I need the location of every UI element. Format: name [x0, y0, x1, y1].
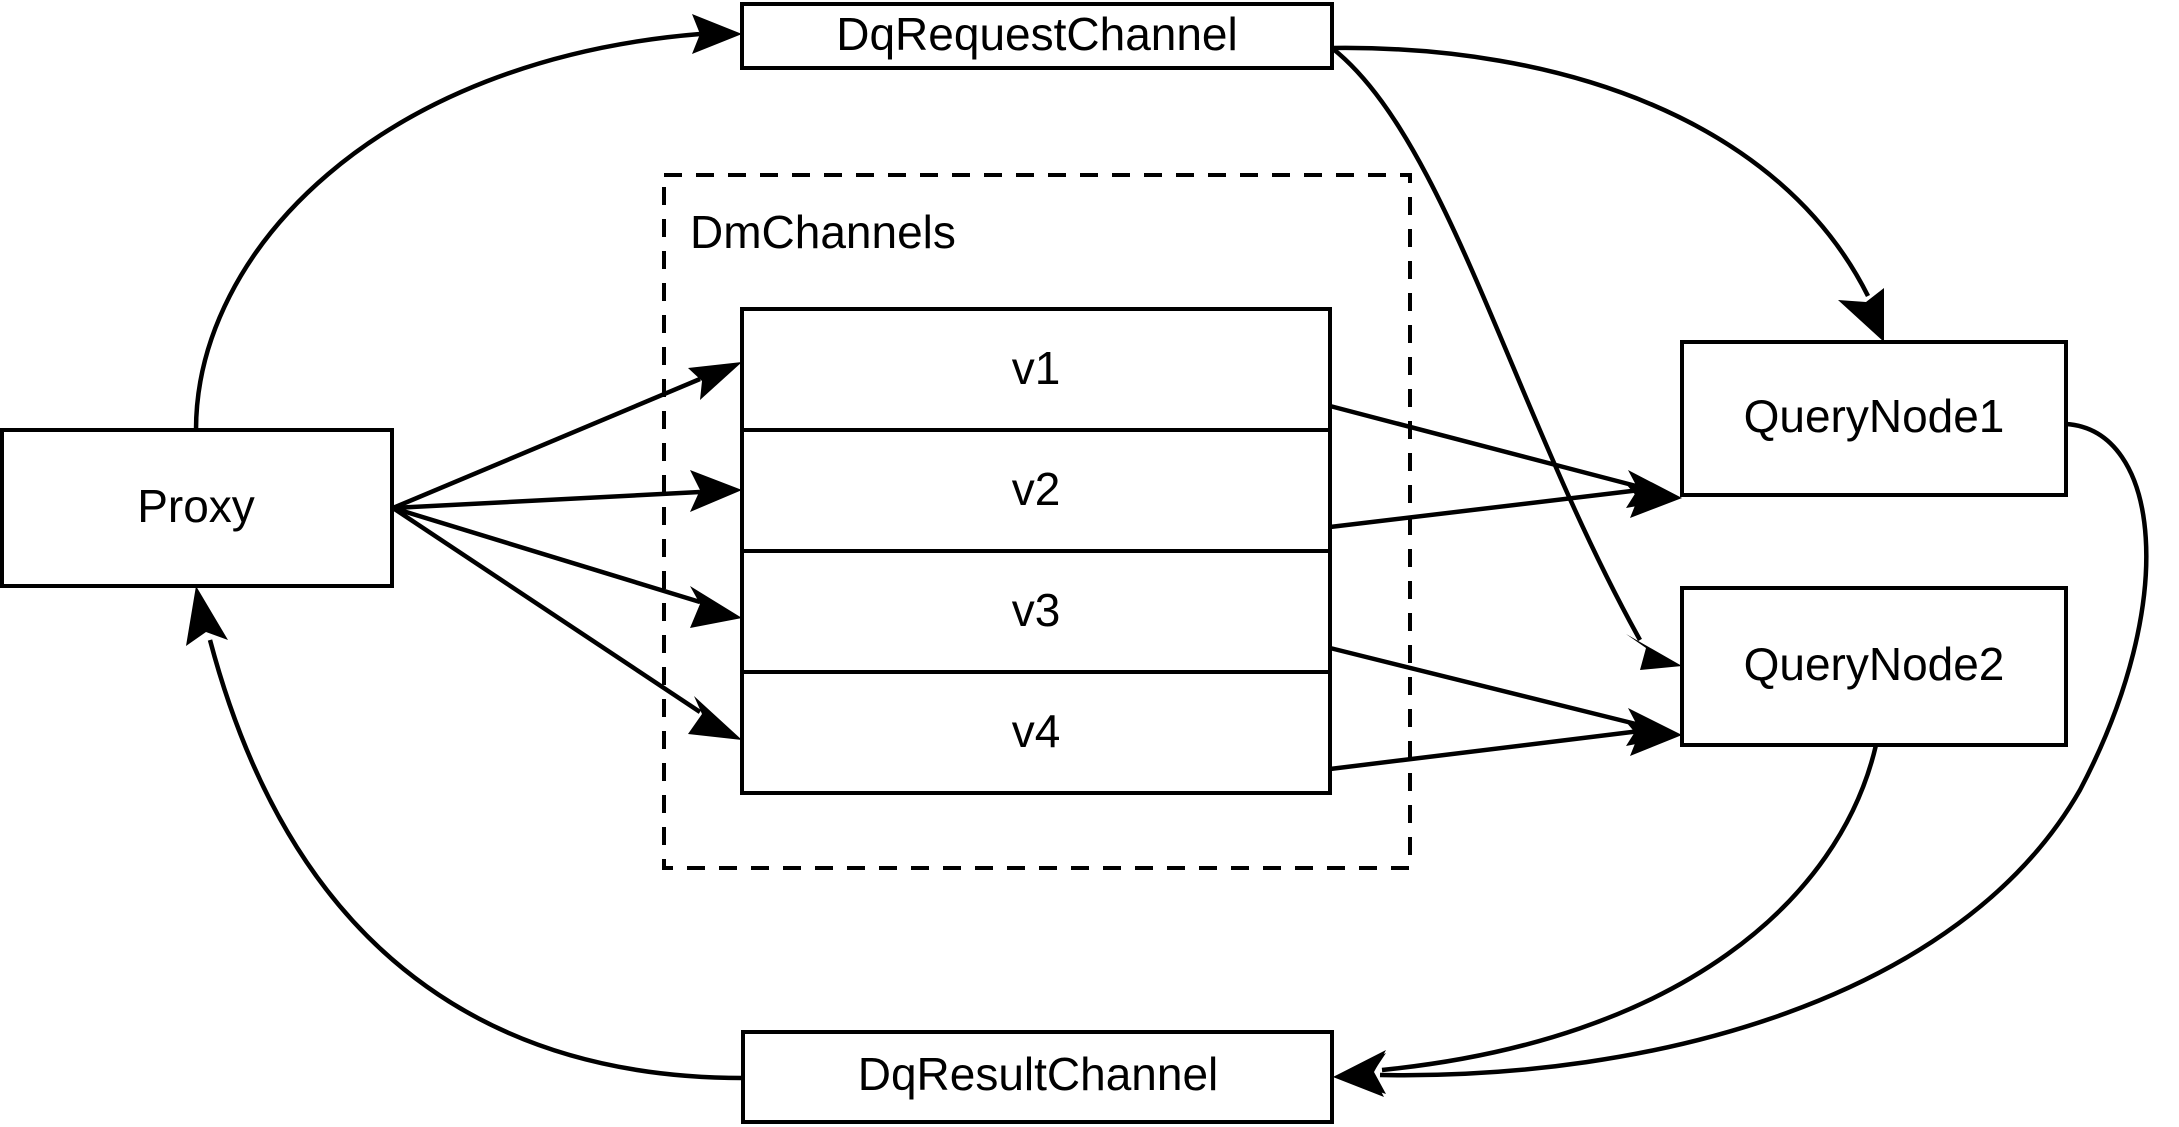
edge-proxy-to-dq-request-channel-path	[193, 31, 701, 431]
edge-dq-result-channel-to-proxy-path	[207, 639, 744, 1081]
edge-proxy-to-v1	[392, 362, 742, 511]
node-dq-request-channel[interactable]: DqRequestChannel	[740, 2, 1334, 70]
edge-v2-to-query-node-1	[1329, 484, 1682, 530]
edge-v2-to-query-node-1-path	[1329, 487, 1641, 530]
edge-dq-request-channel-to-query-node-1	[1331, 45, 1884, 342]
edge-dq-request-channel-to-query-node-2	[1330, 46, 1682, 670]
node-dq-result-channel-label: DqResultChannel	[858, 1048, 1219, 1100]
edge-dq-request-channel-to-query-node-1-arrowhead	[1838, 288, 1884, 342]
edge-v4-to-query-node-2-arrowhead	[1626, 722, 1682, 756]
edge-v3-to-query-node-2-path	[1329, 645, 1641, 728]
edge-dq-result-channel-to-proxy-arrowhead	[186, 586, 228, 646]
edge-proxy-to-v1-path	[392, 376, 701, 511]
edge-proxy-to-v3-path	[392, 505, 701, 605]
edge-v1-to-query-node-1-path	[1329, 403, 1641, 490]
edge-v4-to-query-node-2-path	[1329, 728, 1641, 772]
edge-proxy-to-v4	[391, 506, 742, 740]
node-query-node-2-label: QueryNode2	[1744, 638, 2005, 690]
edge-proxy-to-v4-arrowhead	[688, 696, 742, 740]
edge-proxy-to-v3	[392, 505, 742, 628]
edge-query-node-2-to-dq-result-channel	[1333, 744, 1879, 1094]
node-proxy-border[interactable]	[0, 428, 394, 588]
node-proxy-label: Proxy	[137, 480, 255, 532]
dm-channel-row-v3-label[interactable]: v3	[1012, 584, 1061, 636]
node-dq-result-channel-border[interactable]	[741, 1030, 1334, 1124]
node-dq-request-channel-border[interactable]	[740, 2, 1334, 70]
edge-proxy-to-v3-arrowhead	[690, 586, 742, 628]
edge-query-node-2-to-dq-result-channel-path	[1381, 744, 1879, 1073]
node-query-node-1-border[interactable]	[1680, 340, 2068, 497]
dm-channel-stack: v1 v2 v3 v4	[740, 307, 1332, 795]
dm-channel-row-v4-label[interactable]: v4	[1012, 705, 1061, 757]
edge-dq-request-channel-to-query-node-1-path	[1331, 45, 1871, 298]
dm-channel-row-v2-label[interactable]: v2	[1012, 463, 1061, 515]
edge-query-node-1-to-dq-result-channel-path	[1379, 421, 2149, 1078]
dm-channels-group-label: DmChannels	[690, 206, 956, 258]
edge-proxy-to-v2-arrowhead	[690, 470, 742, 512]
node-query-node-2[interactable]: QueryNode2	[1680, 586, 2068, 747]
node-proxy[interactable]: Proxy	[0, 428, 394, 588]
edge-proxy-to-dq-request-channel-arrowhead	[692, 14, 742, 54]
edge-query-node-2-to-dq-result-channel-arrowhead	[1333, 1050, 1386, 1094]
node-dq-result-channel[interactable]: DqResultChannel	[741, 1030, 1334, 1124]
edge-proxy-to-v2-path	[392, 489, 701, 511]
edge-proxy-to-dq-request-channel	[193, 14, 742, 431]
edge-v4-to-query-node-2	[1329, 722, 1682, 772]
edge-v2-to-query-node-1-arrowhead	[1626, 484, 1682, 518]
dm-channels-group-border	[662, 173, 1412, 870]
edge-proxy-to-v4-path	[391, 506, 702, 714]
edge-proxy-to-v1-arrowhead	[688, 362, 742, 400]
edge-dq-result-channel-to-proxy	[186, 586, 744, 1081]
edge-query-node-1-to-dq-result-channel	[1333, 421, 2149, 1097]
dm-channels-group: DmChannels	[662, 173, 1412, 870]
node-dq-request-channel-label: DqRequestChannel	[836, 8, 1238, 60]
edge-proxy-to-v2	[392, 470, 742, 512]
edge-dq-request-channel-to-query-node-2-path	[1330, 46, 1642, 642]
node-query-node-1-label: QueryNode1	[1744, 390, 2005, 442]
edge-dq-request-channel-to-query-node-2-arrowhead	[1626, 634, 1682, 670]
node-query-node-1[interactable]: QueryNode1	[1680, 340, 2068, 497]
node-query-node-2-border[interactable]	[1680, 586, 2068, 747]
dm-channel-row-v1-label[interactable]: v1	[1012, 342, 1061, 394]
